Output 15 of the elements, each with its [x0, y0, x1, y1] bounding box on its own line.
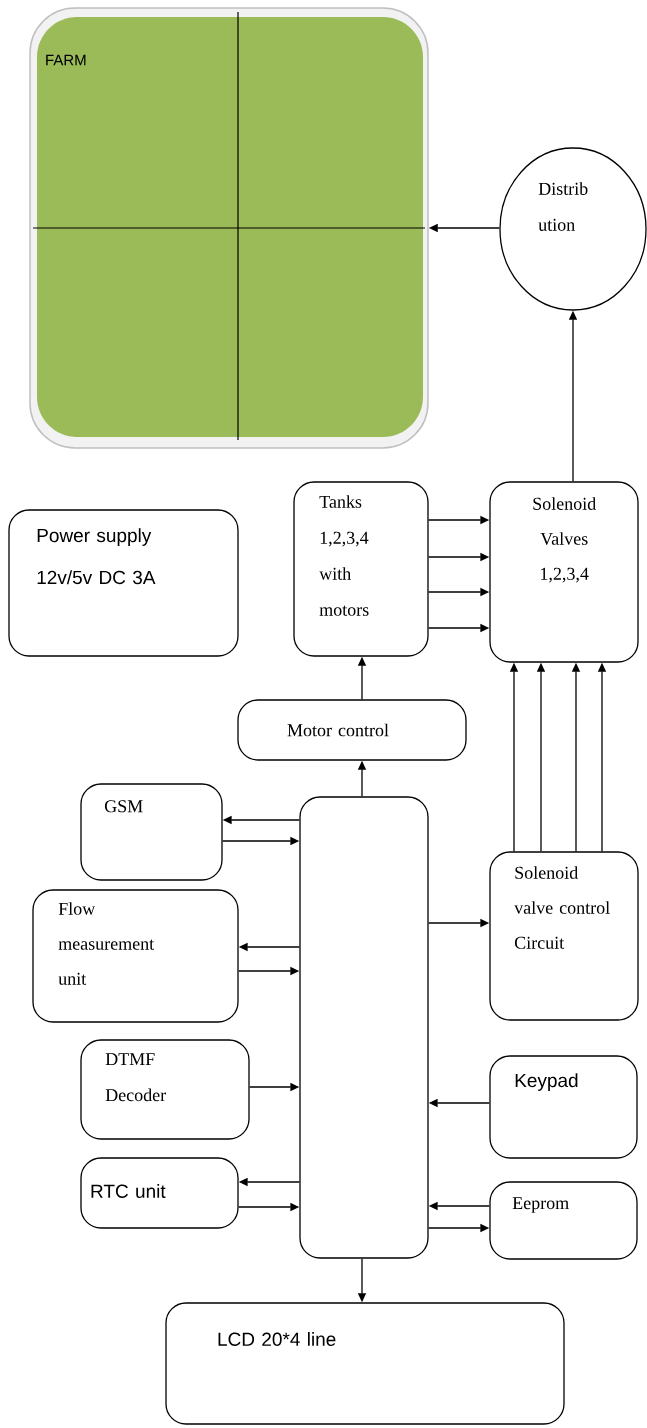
- block-box: GSM: [80, 783, 223, 881]
- block-box: [299, 796, 429, 1259]
- block-box: Eeprom: [489, 1181, 638, 1260]
- block-box: Tanks 1,2,3,4 with motors: [293, 481, 429, 657]
- block-box: Keypad: [489, 1055, 638, 1159]
- ellipse-node: Distrib ution: [499, 147, 647, 311]
- block-box: DTMF Decoder: [80, 1039, 250, 1140]
- block-box: Motor control: [237, 699, 467, 761]
- block-box: Solenoid valve control Circuit: [489, 851, 639, 1021]
- block-box: Power supply 12v/5v DC 3A: [8, 509, 239, 657]
- block-box: Flow measurement unit: [32, 889, 239, 1023]
- block-box: Solenoid Valves 1,2,3,4: [489, 481, 639, 663]
- block-box: LCD 20*4 line: [165, 1302, 565, 1425]
- field-drawing: FARM: [29, 7, 429, 449]
- block-box: RTC unit: [80, 1157, 239, 1229]
